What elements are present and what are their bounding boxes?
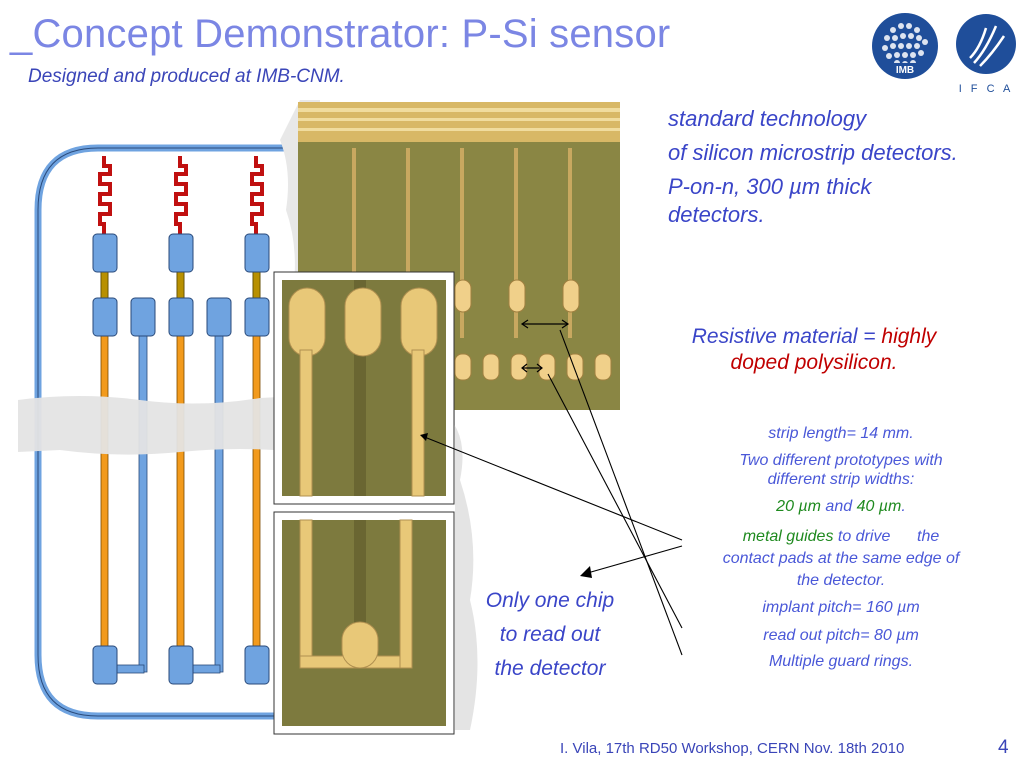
break-band <box>18 396 300 455</box>
ifca-logo-label: I F C A <box>959 83 1014 95</box>
slide-title: _Concept Demonstrator: P-Si sensor <box>10 12 671 56</box>
spec-width-20: 20 µm <box>776 498 821 515</box>
resistive-suffix: . <box>891 351 898 374</box>
resistive-material-note: Resistive material = highly doped polysi… <box>664 324 964 376</box>
description-line-2: of silicon microstrip detectors. <box>668 140 958 165</box>
resistive-highlight-2: doped polysilicon <box>730 351 892 374</box>
spec-guard-rings: Multiple guard rings. <box>768 653 914 670</box>
spec-prototypes-1: Two different prototypes with <box>739 452 943 469</box>
spec-strip-length: strip length= 14 mm. <box>768 425 914 442</box>
slide-subtitle: Designed and produced at IMB-CNM. <box>28 66 345 87</box>
metal-guides <box>115 335 224 674</box>
spec-guides-rest: to drive the <box>833 528 940 545</box>
spec-implant-pitch: implant pitch= 160 µm <box>762 599 920 616</box>
resistive-prefix: Resistive material = <box>691 325 882 348</box>
spec-guides-2: contact pads at the same edge of <box>722 550 960 567</box>
contact-pads <box>92 233 270 685</box>
page-number: 4 <box>998 737 1009 758</box>
spec-period: . <box>901 498 906 515</box>
description-line-4: detectors. <box>668 202 765 227</box>
ifca-logo: I F C A <box>956 14 1016 95</box>
resistive-highlight-1: highly <box>881 325 937 348</box>
spec-width-40: 40 µm <box>856 498 902 515</box>
spec-guides-1: metal guides to drive the <box>686 527 996 546</box>
footer-credit: I. Vila, 17th RD50 Workshop, CERN Nov. 1… <box>560 740 905 757</box>
imb-logo: IMB <box>872 13 938 79</box>
micrograph-inset-top <box>282 280 446 497</box>
spec-guides-3: the detector. <box>796 572 886 589</box>
chip-note: Only one chip to read out the detector <box>468 584 632 686</box>
micrograph-top <box>298 102 620 410</box>
spec-and: and <box>820 498 857 515</box>
spec-prototypes-2: different strip widths: <box>767 471 915 488</box>
chip-note-line-2: to read out <box>499 623 601 646</box>
description-line-1: standard technology <box>668 106 867 131</box>
poly-resistors <box>98 156 264 236</box>
chip-note-line-3: the detector <box>494 657 606 680</box>
chip-note-line-1: Only one chip <box>485 589 615 612</box>
micrograph-inset-bottom <box>282 519 446 726</box>
leader-lines <box>421 329 683 656</box>
spec-readout-pitch: read out pitch= 80 µm <box>763 627 919 644</box>
logos: IMB I F C A <box>872 13 1016 95</box>
spec-metal-guides: metal guides <box>742 528 834 545</box>
pitch-arrows <box>520 319 570 373</box>
imb-logo-label: IMB <box>896 65 914 76</box>
description-line-3: P-on-n, 300 µm thick <box>668 174 872 199</box>
spec-widths: 20 µm and 40 µm. <box>686 497 996 516</box>
